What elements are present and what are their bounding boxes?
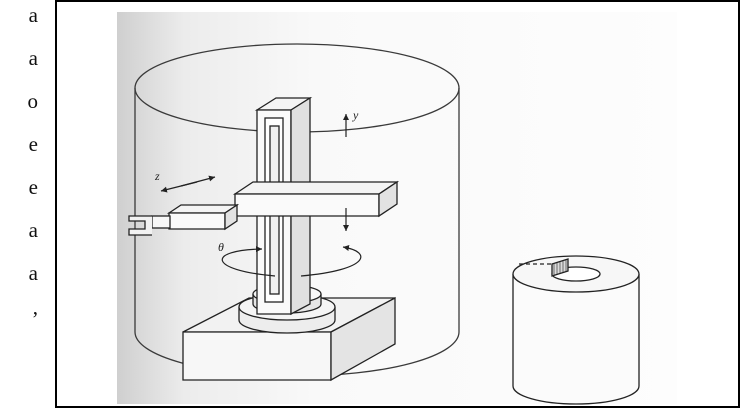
y-axis-label: y (352, 108, 359, 122)
text-fragment: o (27, 89, 39, 113)
text-fragment: , (32, 295, 38, 319)
motion-arrows (160, 114, 362, 277)
z-axis-label: z (154, 169, 160, 183)
text-fragment: a (28, 261, 38, 285)
robot-diagram: y z θ (117, 12, 677, 405)
text-fragment: a (28, 3, 38, 27)
theta-label: θ (218, 240, 224, 254)
text-fragment: e (28, 175, 38, 199)
base-block (182, 296, 396, 382)
text-fragment: a (28, 46, 38, 70)
text-fragment: e (28, 132, 38, 156)
text-fragment: a (28, 218, 38, 242)
horizontal-arm (128, 180, 400, 236)
cropped-text-column: a a o e e a a , (0, 0, 40, 410)
figure-frame: y z θ (55, 0, 740, 408)
theta-left-arc (221, 246, 276, 277)
cylindrical-volume (512, 255, 640, 405)
theta-right-arc (300, 245, 362, 277)
z-right-arrow (180, 175, 216, 187)
